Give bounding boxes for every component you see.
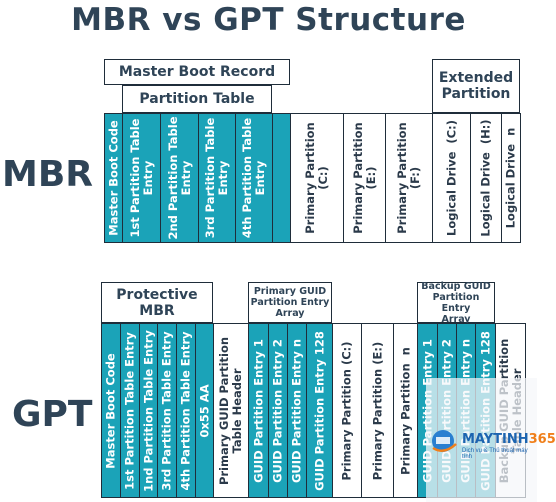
mbr-cell: Primary Partition (E:) [343, 113, 386, 243]
gpt-cell: GUID Partition Entry n [287, 323, 307, 498]
mbr-cell: Primary Partition (C:) [290, 113, 344, 243]
watermark-brand: MAYTINH365 [462, 432, 556, 447]
gpt-label: GPT [12, 394, 93, 435]
mbr-cell-label: Primary Partition (E:) [350, 122, 378, 234]
protective-mbr-header: Protective MBR [101, 282, 213, 323]
mbr-cell-label: 4th Partition Table Entry [240, 117, 267, 239]
mbr-cell: Primary Partition (F:) [385, 113, 433, 243]
gpt-cell-label: 1nd Partition Table Entry [141, 329, 155, 492]
mbr-cell-label: 2nd Partition Table Entry [165, 116, 193, 240]
gpt-cell: 0x55 AA [195, 323, 214, 498]
primary-guid-array-header: Primary GUID Partition Entry Array [248, 282, 332, 323]
mbr-cell-label: Primary Partition (C:) [303, 122, 330, 234]
gpt-cell: 1nd Partition Table Entry [139, 323, 158, 498]
gpt-cell: GUID Partition Entry 2 [268, 323, 288, 498]
gpt-cell: Primary Partition (C:) [332, 323, 362, 498]
gpt-cell-label: 1st Partition Table Entry [122, 331, 137, 490]
gpt-cell-label: Primary Partition (E:) [370, 341, 384, 480]
mbr-cell: 3rd Partition Table Entry [198, 113, 236, 243]
gpt-cell: Primary Partition (E:) [361, 323, 394, 498]
backup-guid-array-header: Backup GUID Partition Entry Array [417, 281, 495, 325]
gpt-cell-label: Master Boot Code [103, 352, 118, 469]
gpt-cell-label: Primary Partition n [398, 346, 412, 475]
mbr-cell: Logical Drive (H:) [470, 113, 502, 243]
globe-logo-icon [430, 428, 458, 454]
mbr-cell-label: 1st Partition Table Entry [127, 118, 155, 238]
gpt-cell: Primary GUID Partition Table Header [213, 323, 249, 498]
page-title: MBR vs GPT Structure [71, 2, 466, 38]
gpt-cell-label: GUID Partition Entry n [289, 338, 304, 483]
gpt-cell-label: Primary GUID Partition Table Header [217, 336, 244, 485]
gpt-cell: Master Boot Code [101, 323, 121, 498]
watermark-subtitle: Dịch vụ & Thủ thuật máy tính [462, 448, 528, 460]
gpt-cell: 1st Partition Table Entry [120, 323, 140, 498]
gpt-cell: GUID Partition Entry 1 [248, 323, 269, 498]
gpt-cell: 3rd Partition Table Entry [157, 323, 177, 498]
mbr-cell-label: Logical Drive (H:) [478, 119, 493, 237]
gpt-cell-label: GUID Partition Entry 2 [270, 338, 285, 483]
mbr-cell-label: 3rd Partition Table Entry [203, 117, 230, 239]
gpt-cell-label: GUID Partition Entry 1 [251, 338, 265, 483]
extended-partition-header: Extended Partition [432, 59, 520, 113]
mbr-cell: 1st Partition Table Entry [122, 113, 161, 243]
mbr-cell: 2nd Partition Table Entry [160, 113, 199, 243]
mbr-cell-label: Primary Partition (F:) [395, 122, 422, 234]
gpt-cell-label: 3rd Partition Table Entry [159, 330, 174, 491]
master-boot-record-header: Master Boot Record [104, 59, 290, 85]
gpt-cell-label: 4th Partition Table Entry [178, 330, 193, 491]
gpt-cell-label: GUID Partition Entry 128 [312, 330, 326, 491]
partition-table-header: Partition Table [122, 85, 272, 113]
gpt-cell-label: 0x55 AA [197, 383, 211, 438]
gpt-cell-label: Primary Partition (C:) [339, 340, 354, 481]
mbr-cell-label: Logical Drive (C:) [444, 120, 458, 236]
mbr-cell-label: Master Boot Code [106, 120, 120, 236]
mbr-cell: Logical Drive n [501, 113, 521, 243]
mbr-cell: Master Boot Code [104, 113, 123, 243]
mbr-cell: 4th Partition Table Entry [235, 113, 273, 243]
mbr-cell-label: Logical Drive n [503, 127, 518, 229]
mbr-cell: Logical Drive (C:) [432, 113, 471, 243]
gpt-cell: 4th Partition Table Entry [176, 323, 196, 498]
gpt-cell: GUID Partition Entry 128 [306, 323, 333, 498]
mbr-label: MBR [2, 154, 93, 195]
gpt-cell: Primary Partition n [393, 323, 418, 498]
mbr-cell [272, 113, 291, 243]
